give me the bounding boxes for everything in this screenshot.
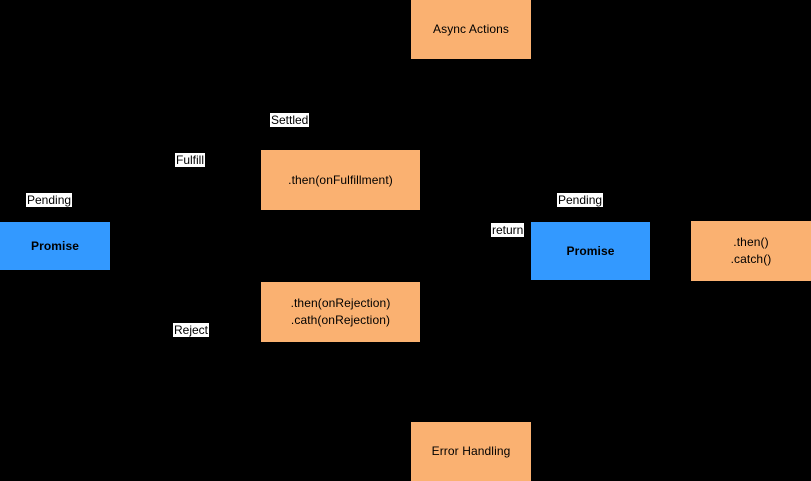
- node-promise-right[interactable]: Promise: [531, 222, 650, 280]
- node-error-handling-label: Error Handling: [431, 444, 511, 458]
- node-then-on-rejection-label: .then(onRejection): [290, 296, 391, 310]
- node-then-label: .then(): [733, 235, 769, 249]
- node-then-catch[interactable]: .then() .catch(): [691, 221, 811, 281]
- node-then-on-fulfillment-label: .then(onFulfillment): [288, 172, 393, 187]
- node-promise-right-label: Promise: [566, 243, 615, 258]
- edge-label-pending-left: Pending: [26, 193, 73, 207]
- node-async-actions-label: Async Actions: [432, 22, 509, 36]
- node-promise-left[interactable]: Promise: [0, 222, 110, 270]
- edge-label-settled: Settled: [270, 113, 310, 127]
- edge-label-return: return: [491, 223, 525, 237]
- edge-label-reject: Reject: [173, 323, 210, 337]
- node-then-on-fulfillment[interactable]: .then(onFulfillment): [261, 150, 420, 210]
- node-cath-on-rejection-label: .cath(onRejection): [290, 313, 391, 327]
- node-error-handling[interactable]: Error Handling: [411, 422, 531, 481]
- edge-label-pending-right: Pending: [557, 193, 604, 207]
- node-catch-label: .catch(): [730, 252, 772, 266]
- edge-label-fulfill: Fulfill: [175, 153, 206, 167]
- node-promise-left-label: Promise: [30, 238, 80, 253]
- node-async-actions[interactable]: Async Actions: [411, 0, 531, 59]
- node-then-catch-on-rejection[interactable]: .then(onRejection) .cath(onRejection): [261, 282, 420, 342]
